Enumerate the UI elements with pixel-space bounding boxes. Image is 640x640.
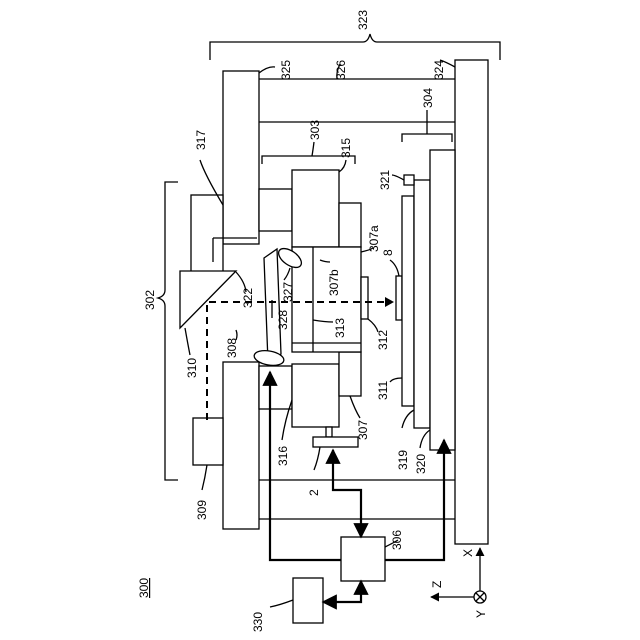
leader-2 xyxy=(314,447,320,470)
label-326: 326 xyxy=(334,60,348,80)
frame-325-upper xyxy=(223,71,259,244)
label-309: 309 xyxy=(195,500,209,520)
label-304: 304 xyxy=(421,88,435,108)
label-317: 317 xyxy=(194,130,208,150)
leader-327 xyxy=(284,268,290,280)
block-lower-left xyxy=(259,366,292,409)
label-310: 310 xyxy=(185,358,199,378)
leader-303 xyxy=(312,142,314,156)
leader-309 xyxy=(202,465,207,490)
label-324: 324 xyxy=(432,60,446,80)
controller-306 xyxy=(341,537,385,581)
label-312: 312 xyxy=(376,330,390,350)
stage-311 xyxy=(402,196,414,406)
label-8: 8 xyxy=(381,249,395,256)
leader-310 xyxy=(185,328,190,355)
connector-stem xyxy=(326,427,332,437)
label-307: 307 xyxy=(356,420,370,440)
sample-8 xyxy=(396,276,402,320)
connector-2 xyxy=(313,437,358,447)
signal-line-connector xyxy=(333,450,361,537)
label-307b: 307b xyxy=(327,269,341,296)
flange-upper xyxy=(339,203,361,247)
label-306: 306 xyxy=(390,530,404,550)
flange-lower xyxy=(339,352,361,396)
leader-325 xyxy=(259,67,275,73)
label-330: 330 xyxy=(251,612,265,632)
label-303: 303 xyxy=(308,120,322,140)
label-308: 308 xyxy=(225,338,239,358)
label-328: 328 xyxy=(276,310,290,330)
leader-330 xyxy=(270,600,293,607)
leader-8 xyxy=(390,260,399,276)
label-axis-z: Z xyxy=(430,581,444,588)
label-321: 321 xyxy=(378,170,392,190)
frame-325-lower xyxy=(223,362,259,529)
stage-320 xyxy=(430,150,455,450)
bracket-302 xyxy=(158,182,178,480)
leader-321 xyxy=(392,175,404,180)
label-307a: 307a xyxy=(367,225,381,252)
label-311: 311 xyxy=(376,381,390,400)
label-316: 316 xyxy=(276,446,290,466)
leader-320 xyxy=(420,430,430,448)
label-axis-y: Y xyxy=(474,610,488,618)
label-325: 325 xyxy=(279,60,293,80)
signal-line-330 xyxy=(323,581,361,602)
block-upper-left xyxy=(259,189,292,231)
label-322: 322 xyxy=(241,288,255,308)
box-309 xyxy=(193,418,223,465)
label-300: 300 xyxy=(137,578,151,598)
label-313: 313 xyxy=(333,318,347,338)
stage-319 xyxy=(414,180,430,428)
label-323: 323 xyxy=(356,10,370,30)
label-315: 315 xyxy=(339,138,353,158)
label-302: 302 xyxy=(143,290,157,310)
leader-307 xyxy=(350,396,360,418)
device-330 xyxy=(293,578,323,623)
label-319: 319 xyxy=(396,450,410,470)
column-313 xyxy=(292,247,361,352)
marker-321 xyxy=(404,175,414,185)
bracket-323 xyxy=(210,34,500,60)
body-316 xyxy=(292,364,339,427)
label-axis-x: X xyxy=(461,549,475,557)
optical-arrowhead xyxy=(385,297,394,307)
label-320: 320 xyxy=(414,454,428,474)
tip-312 xyxy=(361,277,368,319)
label-2: 2 xyxy=(307,489,321,496)
bracket-304 xyxy=(402,134,452,142)
label-327: 327 xyxy=(281,282,295,302)
leader-319 xyxy=(402,410,414,428)
body-315 xyxy=(292,170,339,247)
leader-315 xyxy=(339,160,346,172)
leader-311 xyxy=(390,378,402,382)
column-324 xyxy=(455,60,488,544)
